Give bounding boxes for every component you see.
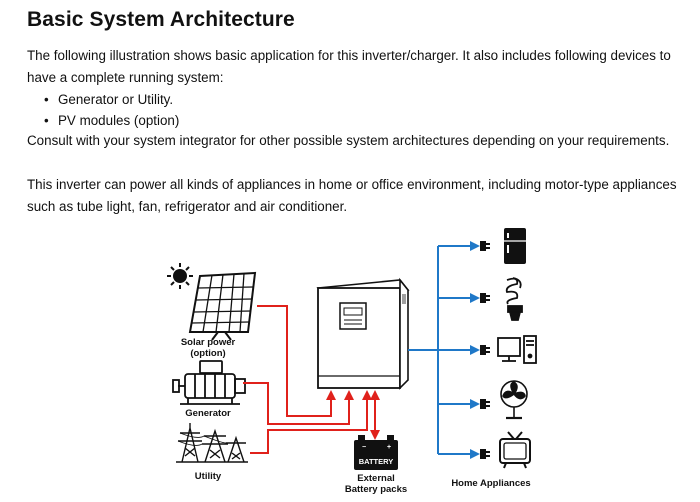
fan-icon <box>500 380 528 420</box>
utility-label: Utility <box>195 471 222 482</box>
generator-label: Generator <box>185 408 231 419</box>
ac-output-wiring <box>408 241 480 459</box>
intro-paragraph: The following illustration shows basic a… <box>27 45 692 89</box>
consult-paragraph: Consult with your system integrator for … <box>27 133 670 148</box>
list-item: PV modules (option) <box>58 110 179 131</box>
tv-icon <box>499 431 531 469</box>
system-architecture-diagram: Solar power (option) Generator <box>167 228 537 495</box>
home-appliances-label: Home Appliances <box>451 478 530 489</box>
intro-line-2: have a complete running system: <box>27 70 224 85</box>
device-list: Generator or Utility. PV modules (option… <box>58 89 179 131</box>
appliances-paragraph: This inverter can power all kinds of app… <box>27 174 692 218</box>
solar-label-option: (option) <box>190 348 225 359</box>
page-title: Basic System Architecture <box>27 8 295 31</box>
solar-panel-icon <box>188 271 257 341</box>
appliances-line-2: such as tube light, fan, refrigerator an… <box>27 199 348 214</box>
appliances-line-1: This inverter can power all kinds of app… <box>27 177 677 192</box>
battery-icon: − + BATTERY <box>354 435 398 470</box>
battery-label-packs: Battery packs <box>345 484 407 495</box>
list-item: Generator or Utility. <box>58 89 179 110</box>
svg-text:−: − <box>362 444 366 451</box>
sun-icon <box>167 263 193 289</box>
svg-text:+: + <box>387 444 391 451</box>
generator-icon <box>172 360 246 405</box>
utility-tower-icon <box>176 423 248 463</box>
inverter-icon <box>316 277 410 390</box>
battery-text: BATTERY <box>359 457 394 466</box>
ac-input-wiring <box>243 305 380 454</box>
plug-icon <box>480 241 490 459</box>
light-bulb-icon <box>505 277 523 321</box>
refrigerator-icon <box>504 228 526 264</box>
intro-line-1: The following illustration shows basic a… <box>27 48 671 63</box>
computer-icon <box>497 335 537 364</box>
solar-label: Solar power <box>181 337 236 348</box>
battery-label: External <box>357 473 395 484</box>
